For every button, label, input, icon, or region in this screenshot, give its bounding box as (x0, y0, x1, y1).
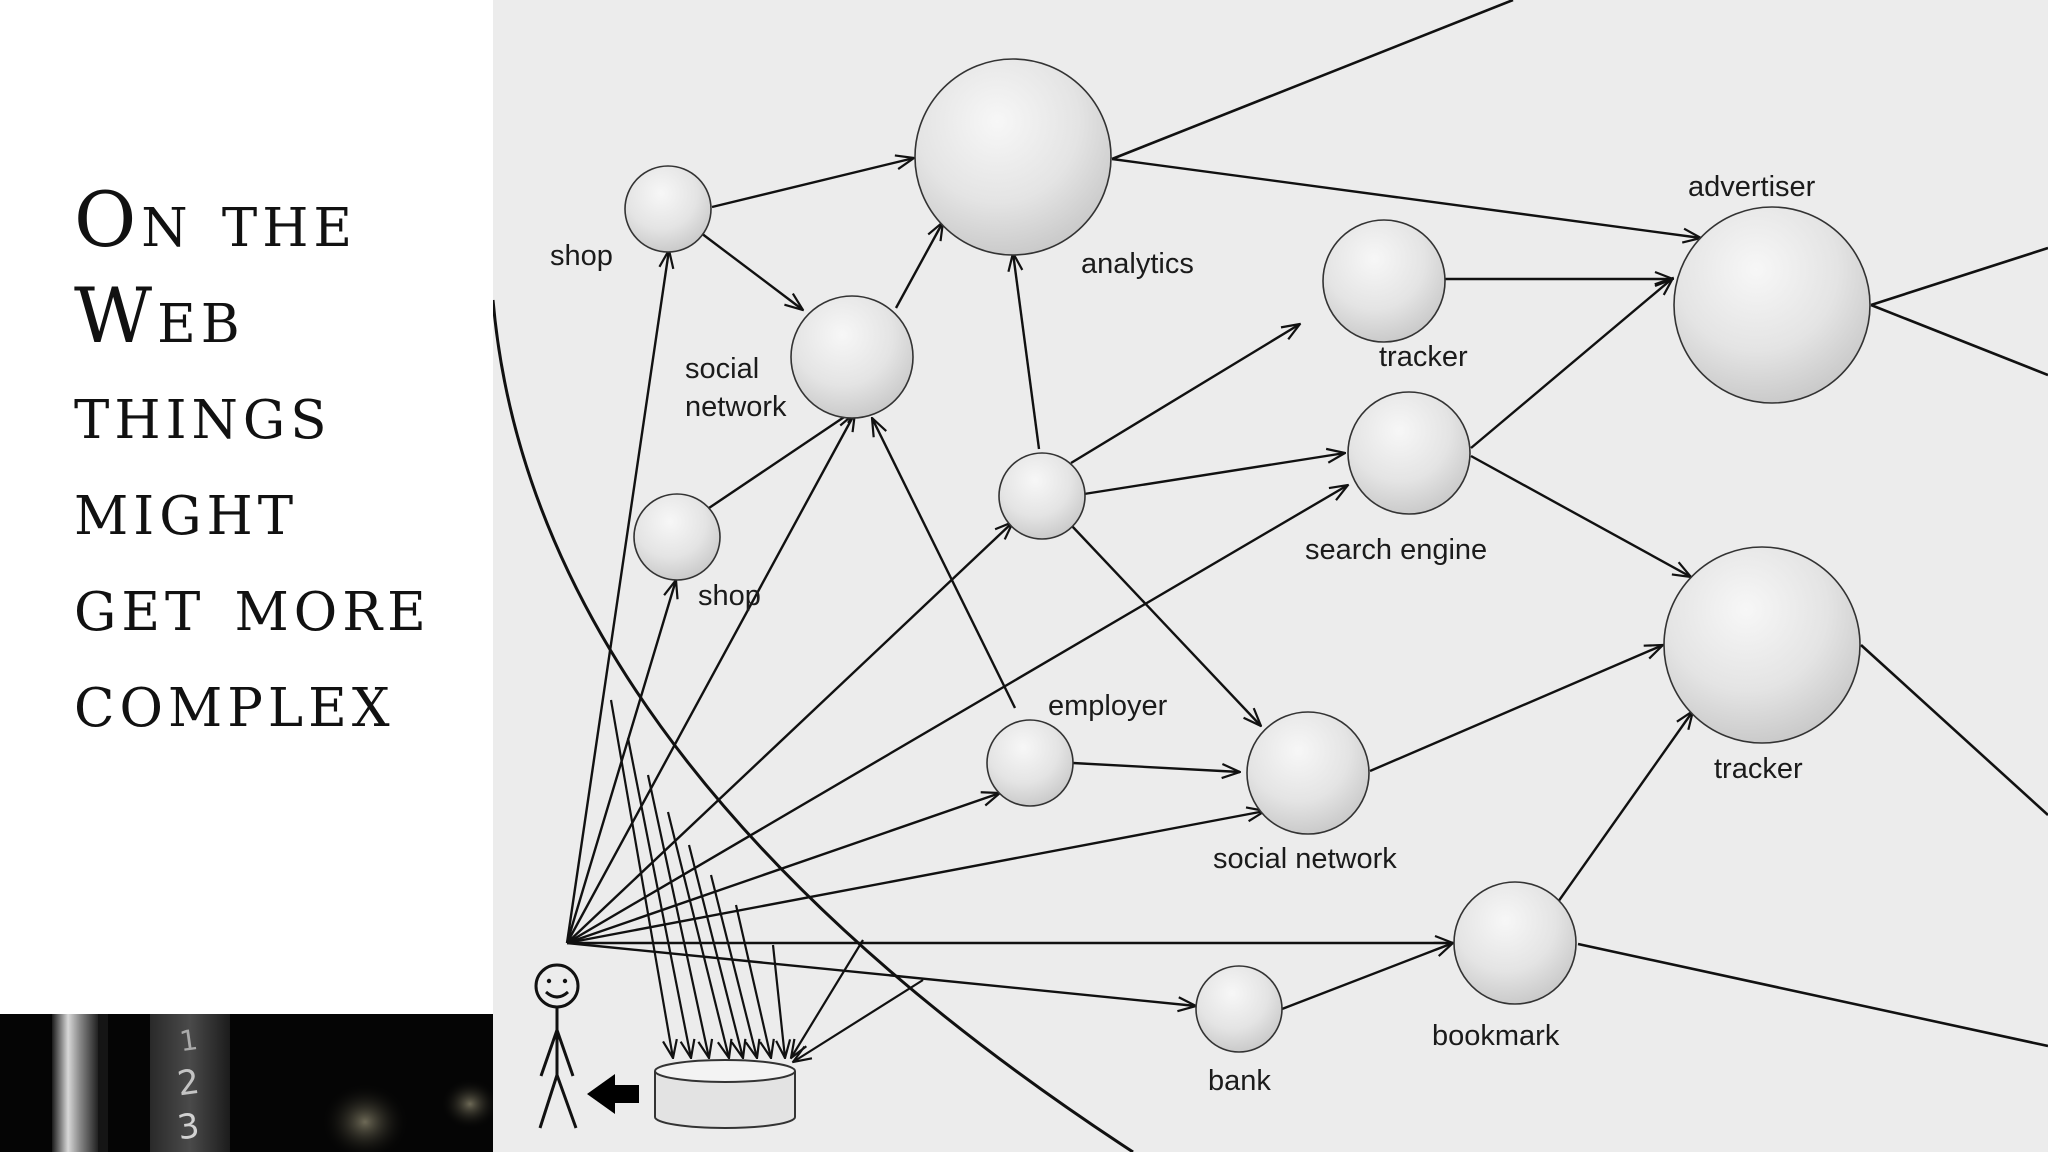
node-bookmark (1453, 881, 1577, 1005)
label-social-network-upper-line2: network (685, 391, 787, 423)
outgoing-edges (1111, 0, 2048, 1048)
node-shop-top (624, 165, 712, 253)
label-social-network-lower: social network (1213, 843, 1397, 875)
label-bank: bank (1208, 1065, 1271, 1097)
node-search-engine (1347, 391, 1471, 515)
node-employer (986, 719, 1074, 807)
label-advertiser: advertiser (1688, 171, 1816, 203)
left-arrow-icon (587, 1074, 639, 1114)
node-hub (998, 452, 1086, 540)
slide-title: On the Web things might get more complex (74, 172, 431, 748)
label-tracker-top: tracker (1379, 341, 1468, 373)
database-edges (609, 699, 924, 1062)
label-analytics: analytics (1081, 248, 1194, 280)
label-search-engine: search engine (1305, 534, 1487, 566)
stick-figure-icon (534, 963, 580, 1129)
label-shop-top: shop (550, 240, 613, 272)
title-line: things (74, 367, 332, 456)
label-employer: employer (1048, 690, 1168, 722)
label-shop-middle: shop (698, 580, 761, 612)
label-bookmark: bookmark (1432, 1020, 1560, 1052)
label-social-network-upper-line1: social (685, 353, 759, 385)
database-icon (654, 1059, 796, 1129)
node-advertiser (1673, 206, 1871, 404)
photo-thumbnail: 1 2 3 (0, 1014, 493, 1152)
tracking-network-diagram: shop social network shop analytics track… (493, 0, 2048, 1152)
title-line: might (74, 463, 299, 552)
node-tracker-top (1322, 219, 1446, 343)
node-tracker-right (1663, 546, 1861, 744)
node-shop-middle (633, 493, 721, 581)
node-bank (1195, 965, 1283, 1053)
node-analytics (914, 58, 1112, 256)
dial-digit: 1 (178, 1023, 200, 1058)
combination-dial-photo: 1 2 3 (0, 1014, 493, 1152)
title-line: On the (74, 175, 358, 264)
label-tracker-right: tracker (1714, 753, 1803, 785)
node-social-network-lower (1246, 711, 1370, 835)
diagram-panel: shop social network shop analytics track… (493, 0, 2048, 1152)
boundary-curve (493, 299, 1134, 1152)
node-edges (700, 158, 1701, 1011)
title-panel: On the Web things might get more complex (0, 0, 493, 1152)
title-line: Web (74, 271, 245, 360)
user-edges (565, 250, 1453, 1006)
title-line: complex (74, 655, 395, 744)
node-social-network-upper (790, 295, 914, 419)
title-line: get more (74, 559, 431, 648)
